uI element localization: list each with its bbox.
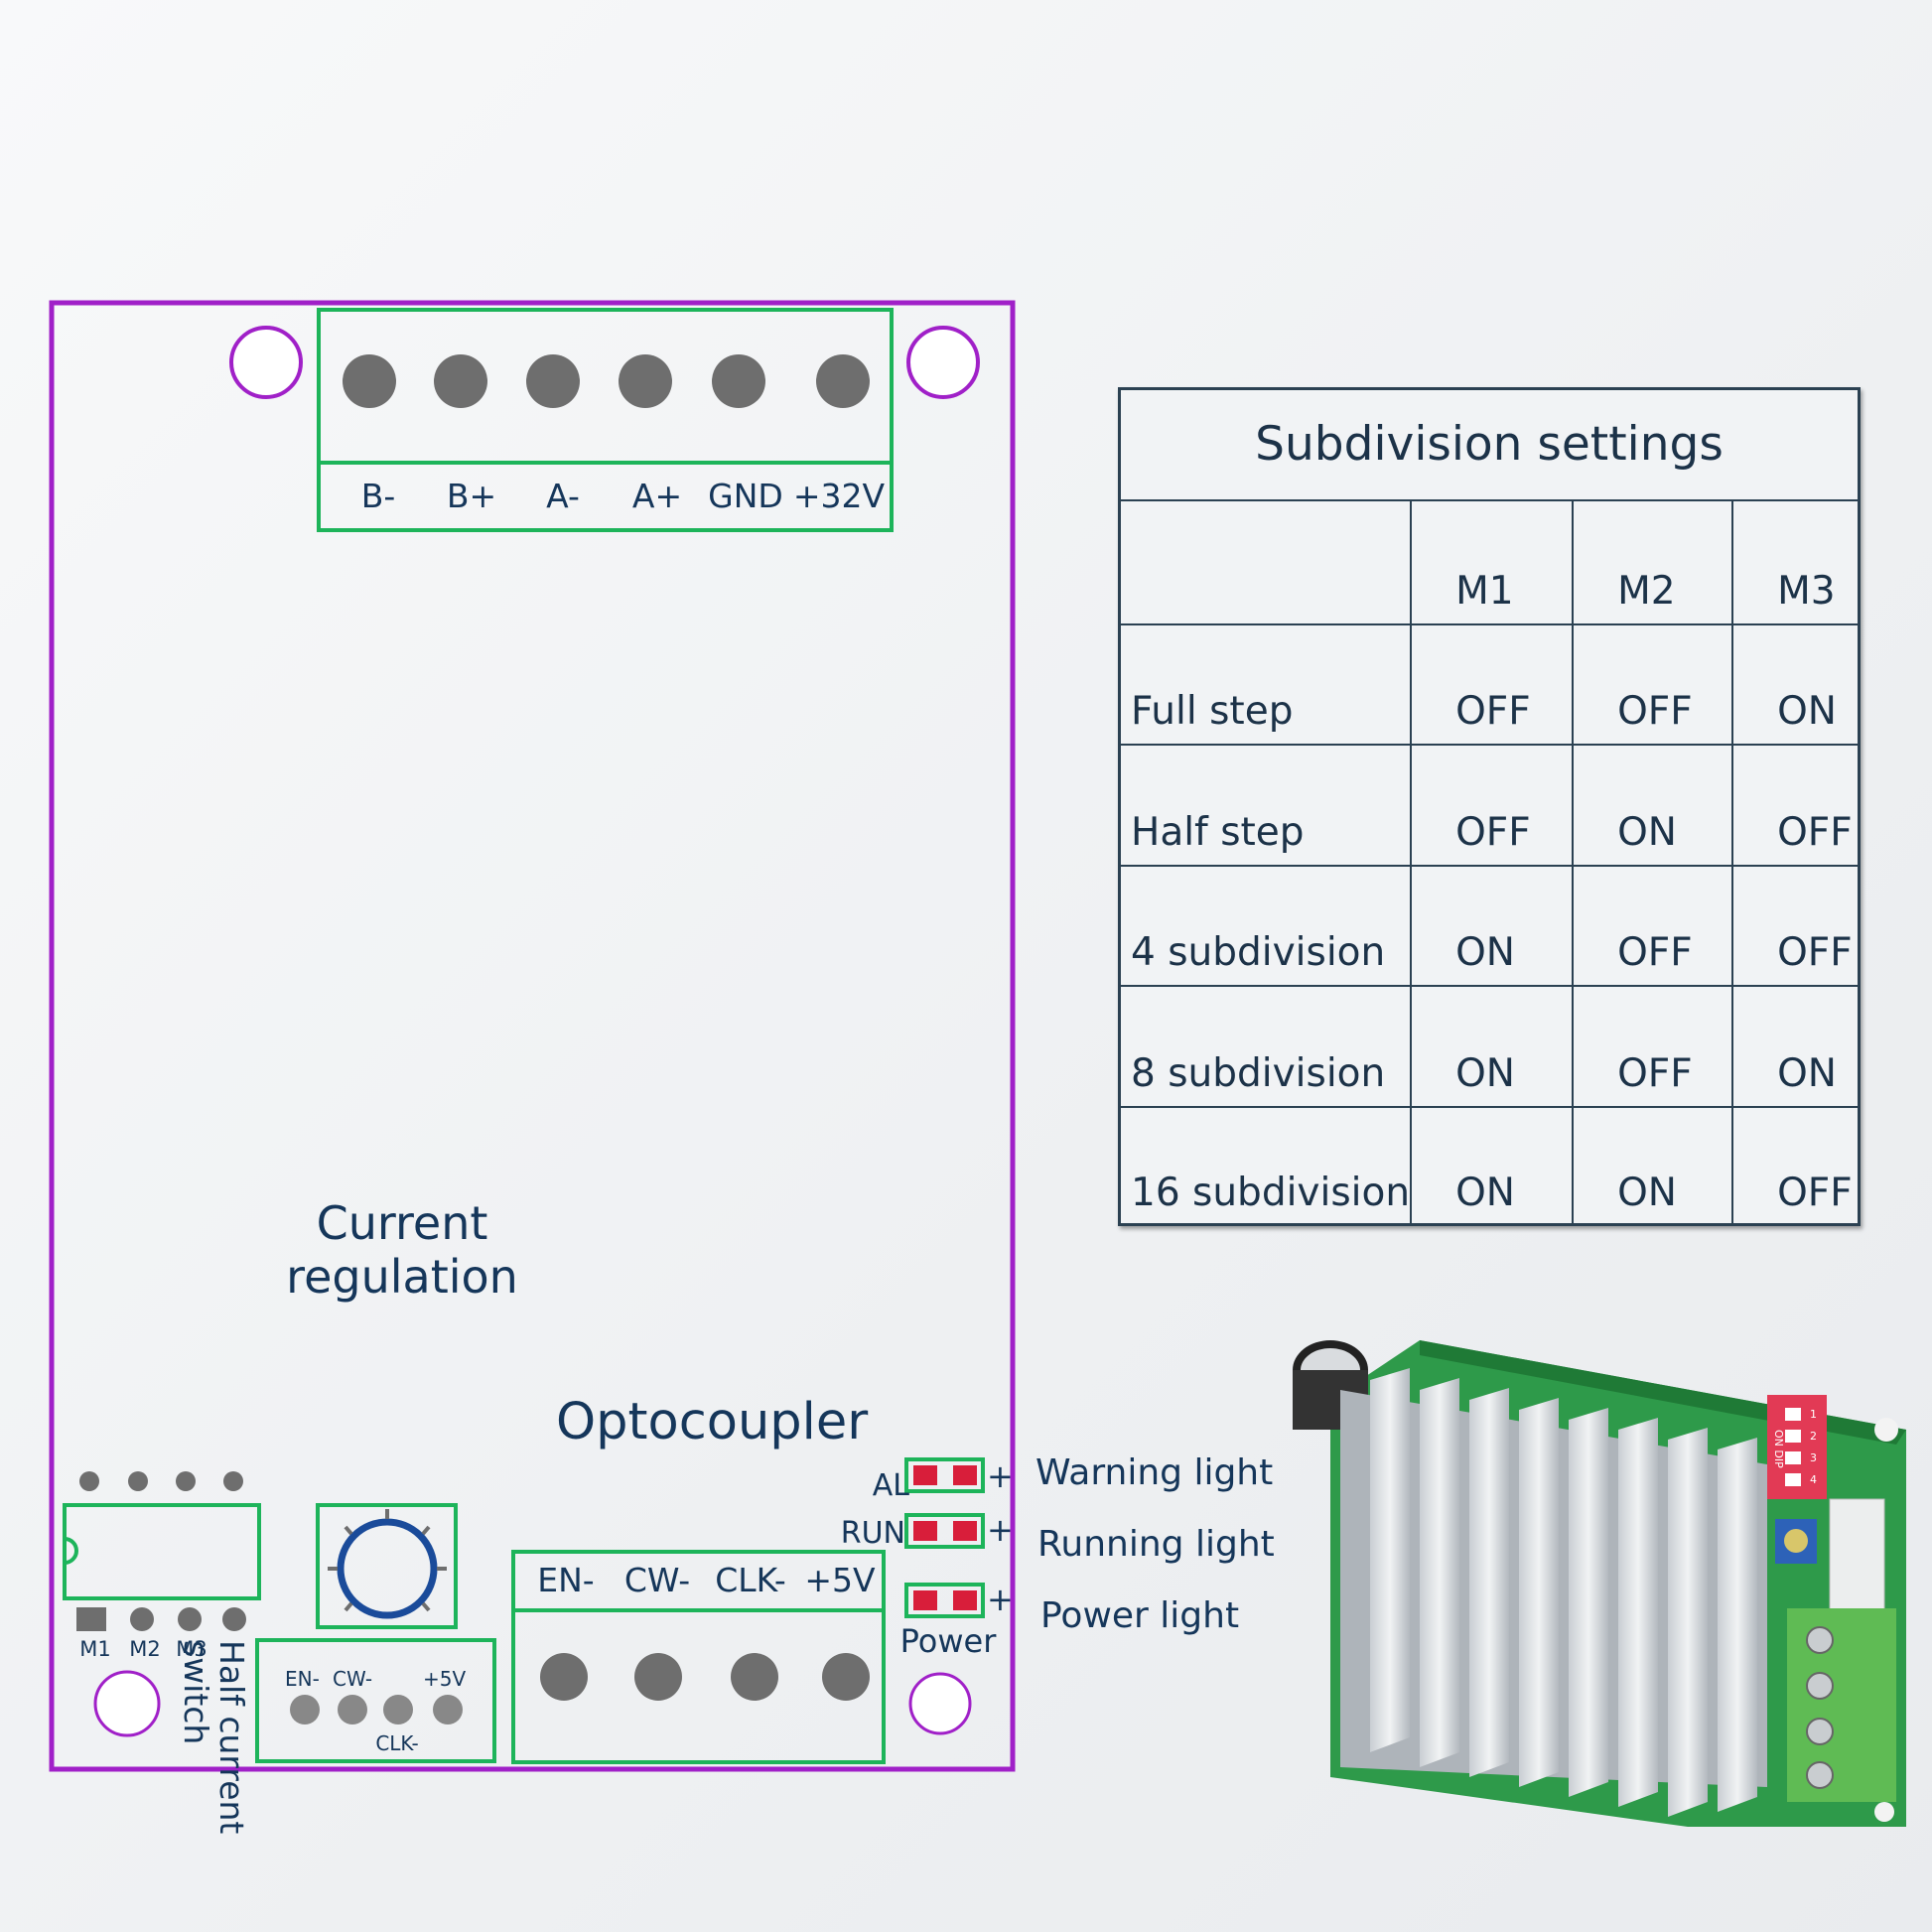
dip-number: 2 [1810,1430,1817,1443]
plus-sign: + [987,1457,1014,1495]
mode-cell: 8 subdivision [1121,985,1413,1108]
driver-module-photo: ON DIP 1 2 3 4 [1293,1340,1906,1827]
terminal-label-a-minus: A- [546,477,580,515]
terminal-pin [540,1653,588,1701]
led-label-run: RUN [841,1516,905,1551]
signal-label-en: EN- [537,1561,594,1599]
dip-text: ON DIP [1772,1430,1785,1468]
table-row: 16 subdivision ON ON OFF [1121,1105,1858,1225]
plus-sign: + [987,1511,1014,1549]
terminal-pin [343,354,396,408]
terminal-pin [712,354,765,408]
table-header-row: M1 M2 M3 [1121,501,1858,625]
capacitor-icon [1293,1340,1368,1430]
dip-label-m1: M1 [79,1637,110,1661]
m1-cell: OFF [1410,744,1575,867]
dip-switch-red: ON DIP 1 2 3 4 [1767,1395,1827,1499]
m1-cell: ON [1410,864,1575,988]
subdivision-settings-table: Subdivision settings M1 M2 M3 Full step … [1118,387,1861,1226]
m2-cell: OFF [1572,622,1734,747]
m2-cell: ON [1572,744,1734,867]
dip-number: 3 [1810,1451,1817,1464]
small-header-label-clk: CLK- [375,1731,418,1755]
potentiometer-icon [316,1503,458,1629]
table-row: Half step OFF ON OFF [1121,744,1858,867]
terminal-label-a-plus: A+ [632,477,682,515]
m1-cell: ON [1410,1105,1575,1225]
mounting-hole-bottom-right [908,1672,972,1735]
table-row: 8 subdivision ON OFF ON [1121,985,1858,1108]
m1-cell: OFF [1410,622,1575,747]
header-cell [1121,501,1413,625]
small-header-label-en: EN- [285,1667,320,1691]
m3-cell: OFF [1731,864,1858,988]
m3-cell: OFF [1731,744,1858,867]
signal-label-cw: CW- [624,1561,690,1599]
mounting-hole-top-left [229,326,303,399]
dip-number: 4 [1810,1473,1817,1486]
m3-cell: OFF [1731,1105,1858,1225]
green-terminal-block-icon [1787,1608,1896,1802]
m3-cell: ON [1731,622,1858,747]
led-label-al: AL [873,1468,910,1503]
power-light-callout: Power light [1040,1595,1240,1636]
signal-label-clk: CLK- [715,1561,786,1599]
terminal-pin [634,1653,682,1701]
table-title: Subdivision settings [1121,390,1858,501]
mounting-hole-bottom-left [93,1670,161,1737]
header-cell-m3: M3 [1731,501,1858,625]
terminal-label-gnd: GND [708,477,783,515]
terminal-pin [619,354,672,408]
optocoupler-label: Optocoupler [556,1393,869,1451]
signal-label-5v: +5V [804,1561,876,1599]
running-light-callout: Running light [1037,1524,1275,1565]
heatsink-fins [1370,1368,1757,1817]
half-current-switch-label-line2: switch [177,1640,215,1744]
half-current-switch-label-line1: Half current [212,1640,251,1834]
mounting-hole-top-right [906,326,980,399]
led-label-power: Power [900,1622,998,1660]
warning-light-callout: Warning light [1035,1452,1274,1493]
dip-switch: M1 M2 M3 [63,1471,261,1661]
terminal-pin [434,354,487,408]
terminal-label-b-plus: B+ [447,477,496,515]
plus-sign: + [987,1581,1014,1618]
board-outline [49,300,1016,1772]
white-connector [1829,1498,1885,1619]
dip-label-m3: M3 [176,1637,207,1661]
header-cell-m2: M2 [1572,501,1734,625]
mode-cell: Half step [1121,744,1413,867]
table-row: 4 subdivision ON OFF OFF [1121,864,1858,988]
dip-label-m2: M2 [129,1637,160,1661]
current-regulation-label: Current regulation [286,1196,518,1304]
mode-cell: 16 subdivision [1121,1105,1413,1225]
dip-number: 1 [1810,1408,1817,1421]
mode-cell: 4 subdivision [1121,864,1413,988]
m2-cell: ON [1572,1105,1734,1225]
terminal-pin [526,354,580,408]
header-cell-m1: M1 [1410,501,1575,625]
terminal-label-b-minus: B- [361,477,396,515]
signal-terminal-block: EN- CW- CLK- +5V [511,1550,886,1764]
terminal-pin [816,354,870,408]
power-terminal-block: B- B+ A- A+ GND +32V [317,308,894,532]
small-header-label-cw: CW- [333,1667,372,1691]
terminal-pin [731,1653,778,1701]
m2-cell: OFF [1572,985,1734,1108]
m2-cell: OFF [1572,864,1734,988]
mode-cell: Full step [1121,622,1413,747]
m1-cell: ON [1410,985,1575,1108]
terminal-pin [822,1653,870,1701]
m3-cell: ON [1731,985,1858,1108]
terminal-label-32v: +32V [793,477,886,515]
table-row: Full step OFF OFF ON [1121,622,1858,747]
small-header-label-5v: +5V [423,1667,466,1691]
signal-header-small: EN- CW- +5V CLK- [255,1638,496,1763]
led-indicators: AL RUN Power + + + [841,1457,1014,1660]
